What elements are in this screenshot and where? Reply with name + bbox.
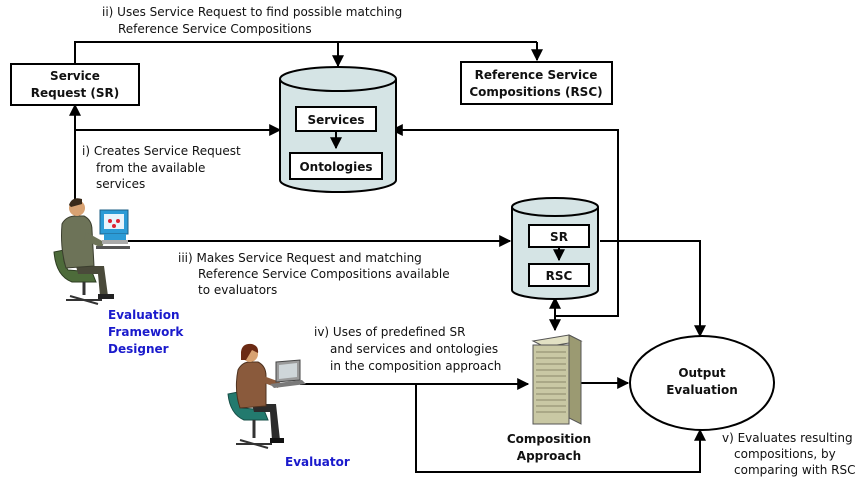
step-3-line3: to evaluators bbox=[198, 283, 277, 297]
step-5-line2: compositions, by bbox=[734, 447, 836, 461]
rsc-box: Reference Service Compositions (RSC) bbox=[460, 61, 613, 105]
step-3-line2: Reference Service Compositions available bbox=[198, 267, 450, 281]
database-sr-rsc: SR RSC bbox=[511, 197, 599, 300]
arrow-loop-to-db bbox=[390, 124, 619, 317]
sr-box-line2: Request (SR) bbox=[31, 86, 120, 100]
composition-line1: Composition bbox=[507, 432, 591, 446]
evaluator-icon bbox=[227, 343, 306, 449]
output-line2: Evaluation bbox=[666, 383, 738, 397]
designer-icon bbox=[53, 198, 130, 305]
step-4-line2: and services and ontologies bbox=[330, 342, 498, 356]
service-request-box: Service Request (SR) bbox=[10, 63, 140, 106]
db-ontologies-label: Ontologies bbox=[299, 160, 372, 174]
designer-label-line2: Framework bbox=[108, 325, 184, 339]
output-evaluation-node: Output Evaluation bbox=[629, 335, 775, 431]
rsc-box-line2: Compositions (RSC) bbox=[469, 85, 602, 99]
arrow-evaluator-to-output bbox=[415, 384, 706, 473]
step-1-line3: services bbox=[96, 177, 145, 191]
evaluator-label: Evaluator bbox=[285, 455, 350, 469]
db-rsc-label: RSC bbox=[546, 269, 573, 283]
rsc-box-line1: Reference Service bbox=[475, 68, 598, 82]
sr-box-line1: Service bbox=[50, 69, 100, 83]
designer-label-line3: Designer bbox=[108, 342, 169, 356]
step-5-line1: v) Evaluates resulting bbox=[722, 431, 853, 445]
output-line1: Output bbox=[678, 366, 726, 380]
arrow-sr-up-bus bbox=[74, 41, 537, 64]
step-2-line2: Reference Service Compositions bbox=[118, 22, 312, 36]
step-1-line2: from the available bbox=[96, 161, 205, 175]
step-4-line1: iv) Uses of predefined SR bbox=[314, 325, 465, 339]
step-3-line1: iii) Makes Service Request and matching bbox=[178, 251, 422, 265]
db-sr-label: SR bbox=[550, 230, 568, 244]
connectors bbox=[69, 41, 706, 473]
composition-line2: Approach bbox=[517, 449, 581, 463]
step-5-line3: comparing with RSC bbox=[734, 463, 856, 477]
database-main: Services Ontologies bbox=[279, 66, 397, 193]
db-services-label: Services bbox=[307, 113, 364, 127]
server-icon bbox=[531, 334, 583, 425]
arrow-srdb-to-output bbox=[600, 240, 706, 338]
designer-label-line1: Evaluation bbox=[108, 308, 180, 322]
step-2-line1: ii) Uses Service Request to find possibl… bbox=[102, 5, 402, 19]
step-1-line1: i) Creates Service Request bbox=[82, 144, 241, 158]
step-4-line3: in the composition approach bbox=[330, 359, 501, 373]
